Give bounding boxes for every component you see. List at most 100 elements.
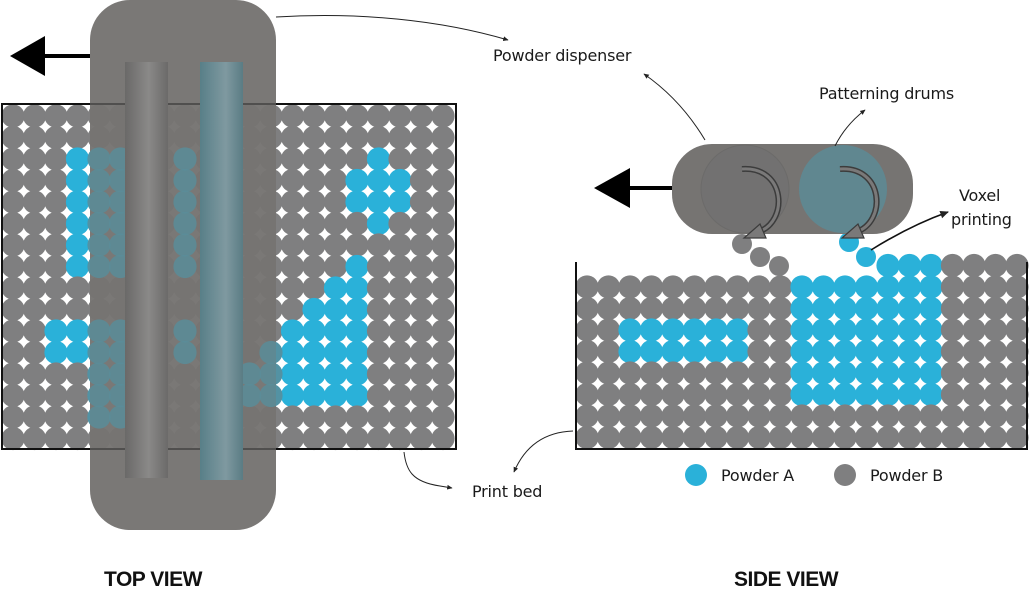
powder-b-particle (65, 125, 90, 150)
powder-b-particle (366, 233, 391, 257)
powder-b-particle (366, 362, 391, 386)
powder-a-particle (345, 383, 369, 408)
powder-b-particle (345, 426, 369, 451)
powder-b-particle (345, 147, 369, 171)
powder-b-particle (302, 190, 326, 214)
powder-b-particle (768, 318, 793, 342)
side-view-title: SIDE VIEW (734, 568, 839, 591)
powder-b-particle (280, 168, 305, 193)
powder-a-particle (366, 190, 391, 214)
powder-b-particle (575, 296, 599, 321)
powder-b-particle (962, 361, 986, 385)
powder-a-particle (65, 211, 90, 236)
powder-b-particle (22, 362, 47, 386)
powder-b-particle (44, 383, 68, 408)
powder-a-particle (280, 340, 305, 365)
powder-b-particle (983, 318, 1008, 342)
voxel-printing-label-line2: printing (951, 210, 1012, 229)
powder-a-particle (345, 190, 369, 214)
blue-drum-rotation-icon (839, 165, 880, 239)
powder-b-particle (1, 233, 25, 257)
powder-b-particle (747, 275, 771, 299)
side-view-powder-dispenser[interactable] (672, 144, 913, 239)
powder-b-particle (22, 125, 47, 150)
powder-b-particle (22, 104, 47, 128)
powder-b-particle (65, 426, 90, 451)
powder-b-particle (1005, 361, 1029, 385)
powder-a-particle (345, 168, 369, 193)
powder-a-particle (345, 362, 369, 386)
powder-b-particle (639, 404, 664, 428)
powder-b-particle (725, 361, 750, 385)
powder-a-particle (897, 339, 922, 364)
powder-b-particle (962, 253, 986, 278)
covered-powder-a-particle (259, 340, 283, 365)
powder-b-particle (596, 339, 621, 364)
powder-a-particle (854, 318, 879, 342)
powder-b-particle (618, 275, 642, 299)
powder-b-particle (618, 404, 642, 428)
powder-b-particle (1, 190, 25, 214)
powder-b-particle (897, 404, 922, 428)
powder-a-particle (323, 340, 348, 365)
powder-b-particle (44, 125, 68, 150)
top-view-title: TOP VIEW (104, 568, 202, 591)
powder-b-particle (768, 361, 793, 385)
falling-powder-b-particle (732, 234, 752, 254)
powder-b-particle (1, 340, 25, 365)
powder-b-particle (725, 382, 750, 407)
powder-b-particle (409, 405, 434, 429)
powder-b-particle (639, 296, 664, 321)
powder-a-particle (854, 296, 879, 321)
powder-a-particle (833, 296, 857, 321)
powder-b-particle (431, 190, 455, 214)
powder-a-particle (876, 339, 900, 364)
powder-b-particle (22, 426, 47, 451)
powder-b-particle (409, 233, 434, 257)
powder-a-particle (704, 318, 728, 342)
powder-a-particle (897, 382, 922, 407)
powder-b-particle (431, 104, 455, 128)
powder-a-particle (725, 318, 750, 342)
covered-powder-a-particle (173, 168, 197, 193)
powder-b-particle (940, 318, 965, 342)
legend-label-powder-b: Powder B (870, 465, 943, 485)
powder-b-particle (1, 168, 25, 193)
powder-a-particle (618, 339, 642, 364)
powder-b-particle (22, 168, 47, 193)
powder-b-particle (747, 361, 771, 385)
covered-powder-a-particle (237, 383, 262, 408)
powder-b-particle (661, 425, 685, 450)
powder-b-particle (44, 405, 68, 429)
powder-b-particle (366, 297, 391, 322)
powder-a-particle (661, 318, 685, 342)
top-view-blue-drum (200, 62, 243, 480)
powder-b-particle (280, 104, 305, 128)
side-view-falling-particles (732, 232, 876, 276)
powder-b-particle (302, 104, 326, 128)
powder-a-particle (323, 297, 348, 322)
powder-b-particle (302, 168, 326, 193)
powder-b-particle (22, 211, 47, 236)
powder-b-particle (409, 276, 434, 300)
powder-b-particle (725, 275, 750, 299)
grey-drum-rotation-icon (741, 165, 782, 239)
powder-a-particle (302, 362, 326, 386)
powder-b-particle (366, 405, 391, 429)
powder-b-particle (940, 275, 965, 299)
powder-b-particle (431, 297, 455, 322)
print-bed-leader-side (513, 430, 574, 473)
powder-b-particle (596, 361, 621, 385)
powder-b-particle (323, 405, 348, 429)
powder-b-particle (22, 190, 47, 214)
powder-b-particle (596, 296, 621, 321)
powder-b-particle (22, 254, 47, 279)
top-view-grey-drum (125, 62, 168, 478)
powder-b-particle (409, 147, 434, 171)
powder-b-particle (639, 361, 664, 385)
powder-b-particle (747, 318, 771, 342)
powder-b-particle (302, 147, 326, 171)
powder-b-particle (65, 297, 90, 322)
covered-powder-a-particle (87, 190, 111, 214)
powder-a-particle (345, 319, 369, 343)
